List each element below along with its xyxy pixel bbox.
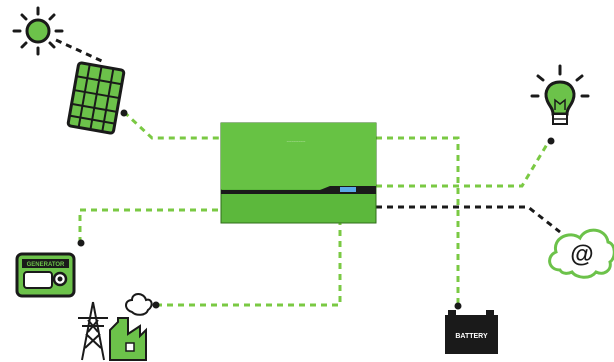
connection-lines [55,38,561,307]
light-bulb-icon [530,64,590,125]
inverter-to-internet-line [376,205,561,234]
panel-connection-dot [120,109,128,117]
power-grid-icon [78,301,108,361]
panel-to-inverter-line [122,110,222,140]
load-connection-dot [547,137,555,145]
sun-to-panel-line [55,38,105,64]
battery-icon: BATTERY [445,310,498,354]
inverter-to-load-line [376,140,551,188]
factory-icon [109,293,153,361]
sun-icon [12,6,64,56]
inverter-display [340,187,356,192]
internet-cloud-icon: @ [548,228,614,279]
grid-connection-dot [152,301,160,309]
inverter-brand-label: ~~~~~~~~ [287,139,306,144]
battery-label: BATTERY [455,333,488,340]
battery-connection-dot [454,302,462,310]
inverter-icon: ~~~~~~~~ [220,122,377,224]
generator-to-inverter-line [78,208,222,243]
generator-label: GENERATOR [27,262,65,268]
generator-icon: GENERATOR [15,252,76,298]
generator-connection-dot [77,239,85,247]
grid-to-inverter-line [156,222,342,307]
solar-panel-icon [66,61,126,135]
connection-dots [77,109,555,310]
inverter-to-battery-line [376,136,460,306]
internet-at-symbol: @ [570,241,593,268]
